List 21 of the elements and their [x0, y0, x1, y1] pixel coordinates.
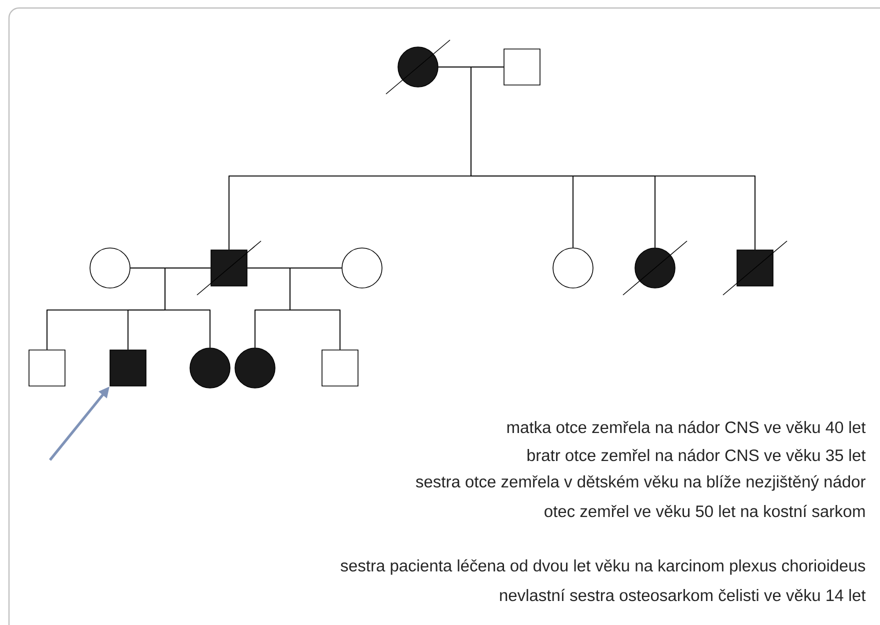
note-text: nevlastní sestra osteosarkom čelisti ve věku 14 let — [500, 588, 866, 602]
descent-line — [290, 268, 342, 350]
square-symbol — [322, 350, 358, 386]
filled-circle-symbol — [234, 348, 276, 388]
filled-circle-symbol — [190, 348, 230, 388]
square-symbol — [28, 350, 66, 386]
filled-square-symbol — [196, 240, 262, 296]
note-text: otec zemřel ve věku 50 let na kostní sarkom — [544, 504, 865, 518]
filled-circle-symbol — [622, 240, 688, 296]
square-symbol — [504, 48, 540, 86]
note-text: sestra otce zemřela v dětském věku na blíže nezjištěný nádor — [416, 475, 866, 491]
descent-line — [164, 268, 211, 348]
note-text: bratr otce zemřel na nádor CNS ve věku 35 let — [528, 448, 866, 462]
filled-square-symbol — [110, 350, 146, 386]
circle-symbol — [552, 248, 594, 288]
filled-circle-symbol — [386, 40, 450, 94]
note-text: sestra pacienta léčena od dvou let věku na karcinom plexus chorioideus — [340, 559, 866, 575]
circle-symbol — [90, 248, 130, 288]
circle-symbol — [342, 248, 382, 288]
filled-square-symbol — [722, 240, 788, 296]
note-text: matka otce zemřela na nádor CNS ve věku 40 let — [507, 420, 866, 434]
